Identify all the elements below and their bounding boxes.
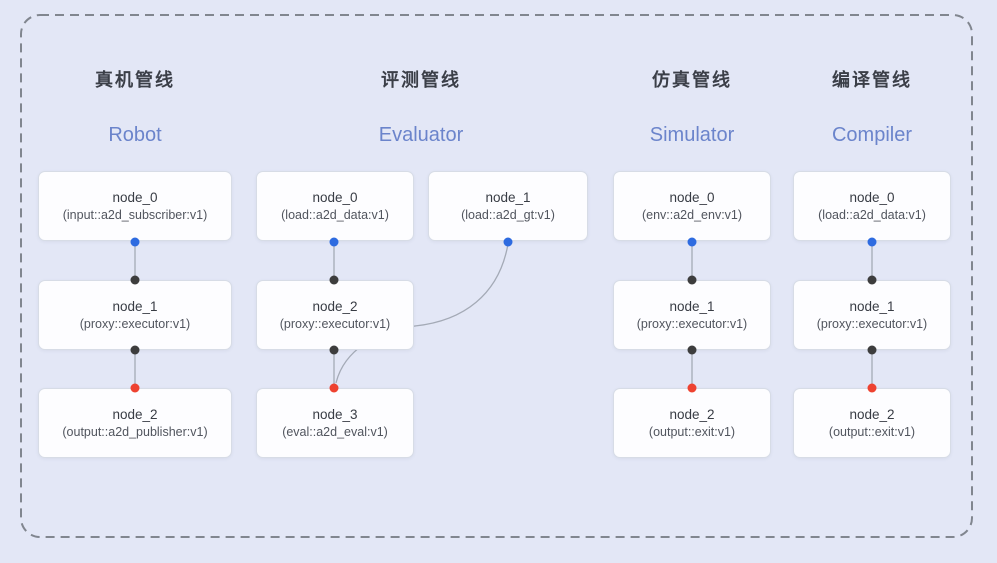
node-subtitle: (proxy::executor:v1) (79, 316, 191, 331)
node-subtitle: (load::a2d_gt:v1) (461, 207, 555, 222)
node-subtitle: (load::a2d_data:v1) (818, 207, 926, 222)
node-subtitle: (proxy::executor:v1) (279, 316, 391, 331)
node-box-comp-node1: node_1 (proxy::executor:v1) (793, 280, 951, 350)
node-title: node_0 (669, 190, 715, 205)
compiler-pipeline-title-en: Compiler (831, 124, 913, 146)
node-box-sim-node1: node_1 (proxy::executor:v1) (613, 280, 771, 350)
node-box-sim-node2: node_2 (output::exit:v1) (613, 388, 771, 458)
node-title: node_1 (849, 299, 895, 314)
node-title: node_2 (669, 407, 715, 422)
robot-pipeline-title-zh: 真机管线 (95, 70, 175, 90)
node-box-sim-node0: node_0 (env::a2d_env:v1) (613, 171, 771, 241)
simulator-pipeline-title-zh: 仿真管线 (652, 70, 732, 90)
node-subtitle: (output::a2d_publisher:v1) (62, 424, 208, 439)
node-box-comp-node0: node_0 (load::a2d_data:v1) (793, 171, 951, 241)
node-title: node_2 (312, 299, 358, 314)
node-box-eval-node1: node_1 (load::a2d_gt:v1) (428, 171, 588, 241)
node-title: node_1 (112, 299, 158, 314)
node-title: node_2 (112, 407, 158, 422)
node-box-eval-node0: node_0 (load::a2d_data:v1) (256, 171, 414, 241)
node-subtitle: (output::exit:v1) (648, 424, 736, 439)
node-title: node_3 (312, 407, 358, 422)
node-title: node_0 (849, 190, 895, 205)
node-box-robot-node1: node_1 (proxy::executor:v1) (38, 280, 232, 350)
node-box-eval-node3: node_3 (eval::a2d_eval:v1) (256, 388, 414, 458)
node-title: node_0 (312, 190, 358, 205)
compiler-pipeline-title-zh: 编译管线 (832, 70, 912, 90)
node-subtitle: (input::a2d_subscriber:v1) (62, 207, 208, 222)
node-box-comp-node2: node_2 (output::exit:v1) (793, 388, 951, 458)
node-subtitle: (output::exit:v1) (828, 424, 916, 439)
node-title: node_2 (849, 407, 895, 422)
node-title: node_0 (112, 190, 158, 205)
node-subtitle: (proxy::executor:v1) (636, 316, 748, 331)
robot-pipeline-title-en: Robot (108, 124, 162, 146)
node-subtitle: (env::a2d_env:v1) (641, 207, 743, 222)
evaluator-pipeline-title-zh: 评测管线 (381, 70, 461, 90)
simulator-pipeline-title-en: Simulator (649, 124, 735, 146)
dashed-border (20, 14, 973, 538)
node-box-eval-node2: node_2 (proxy::executor:v1) (256, 280, 414, 350)
node-subtitle: (load::a2d_data:v1) (281, 207, 389, 222)
evaluator-pipeline-title-en: Evaluator (378, 124, 464, 146)
node-subtitle: (eval::a2d_eval:v1) (282, 424, 388, 439)
node-subtitle: (proxy::executor:v1) (816, 316, 928, 331)
node-title: node_1 (669, 299, 715, 314)
node-title: node_1 (485, 190, 531, 205)
node-box-robot-node2: node_2 (output::a2d_publisher:v1) (38, 388, 232, 458)
node-box-robot-node0: node_0 (input::a2d_subscriber:v1) (38, 171, 232, 241)
